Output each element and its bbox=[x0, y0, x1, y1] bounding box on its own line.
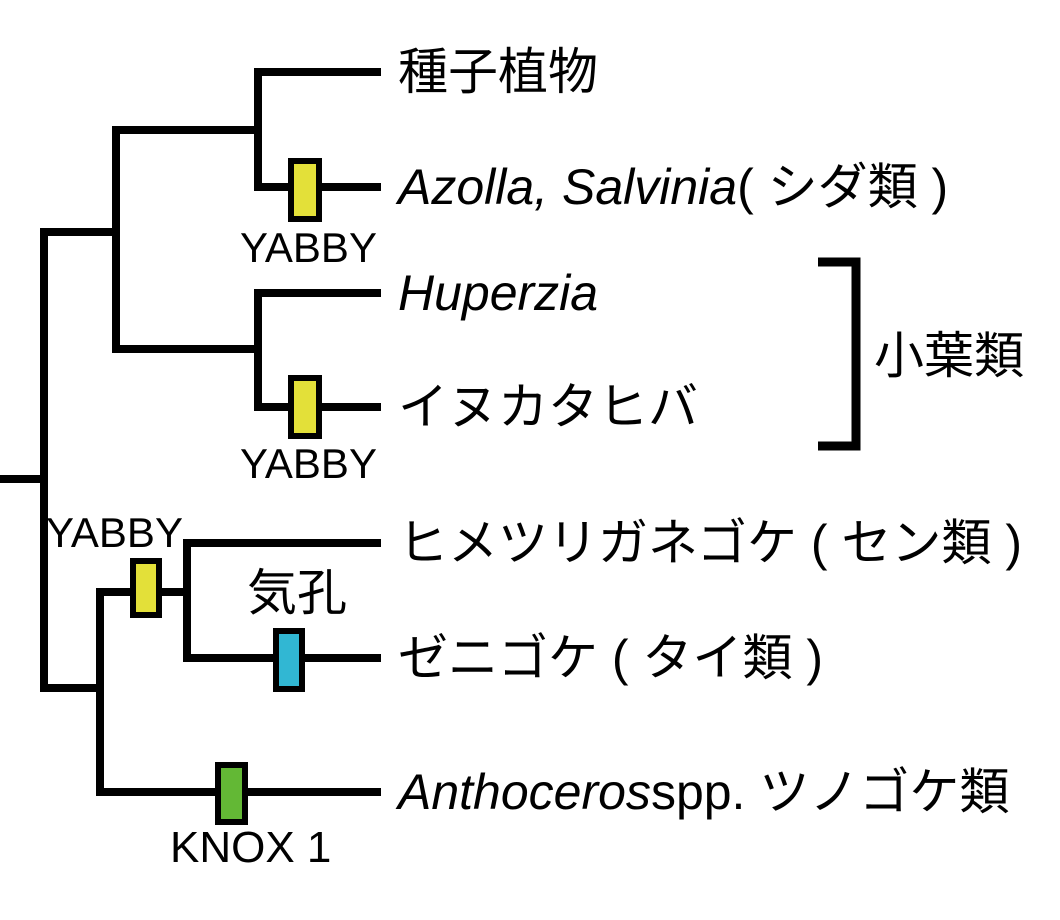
marker-box-yabby-fern bbox=[288, 158, 322, 222]
taxon-name-italic: Anthoceros bbox=[398, 764, 651, 820]
taxon-label-hornwort: Anthoceros spp. ツノゴケ類 bbox=[398, 762, 1009, 822]
taxon-label-huperzia: Huperzia bbox=[398, 263, 598, 323]
gene-label-yabby-lycophyte: YABBY bbox=[240, 440, 377, 487]
taxon-label-seed-plants: 種子植物 bbox=[398, 42, 598, 102]
lycophyte-bracket bbox=[818, 257, 861, 451]
gene-label-yabby-fern: YABBY bbox=[240, 224, 377, 271]
taxon-name-italic: Azolla, Salvinia bbox=[398, 159, 738, 215]
taxon-name-regular: ヒメツリガネゴケ ( セン類 ) bbox=[398, 515, 1022, 571]
gene-label-knox1: KNOX 1 bbox=[170, 823, 332, 872]
marker-box-yabby-bryophyte bbox=[130, 558, 162, 618]
branch-trunk bbox=[40, 228, 116, 692]
clade-label-lycophytes: 小葉類 bbox=[874, 328, 1024, 384]
taxon-name-regular: 種子植物 bbox=[398, 44, 598, 100]
gene-label-yabby-bryophyte: YABBY bbox=[46, 509, 183, 556]
taxon-name-regular: イヌカタヒバ bbox=[398, 379, 698, 435]
taxon-name-regular: ゼニゴケ ( タイ類 ) bbox=[398, 630, 823, 686]
trait-label-stomata: 気孔 bbox=[247, 565, 347, 621]
branch-upper-clade bbox=[112, 126, 258, 353]
marker-box-yabby-lycophyte bbox=[288, 375, 322, 439]
taxon-name-regular: ( シダ類 ) bbox=[737, 159, 949, 215]
taxon-label-inukatahiba: イヌカタヒバ bbox=[398, 377, 698, 437]
marker-box-stomata bbox=[273, 628, 305, 692]
taxon-name-italic: Huperzia bbox=[398, 265, 599, 321]
taxon-label-ferns: Azolla, Salvinia ( シダ類 ) bbox=[398, 157, 948, 217]
taxon-name-regular: spp. ツノゴケ類 bbox=[650, 764, 1010, 820]
taxon-label-moss: ヒメツリガネゴケ ( セン類 ) bbox=[398, 513, 1022, 573]
marker-box-knox1 bbox=[215, 762, 248, 825]
taxon-label-liverwort: ゼニゴケ ( タイ類 ) bbox=[398, 628, 823, 688]
